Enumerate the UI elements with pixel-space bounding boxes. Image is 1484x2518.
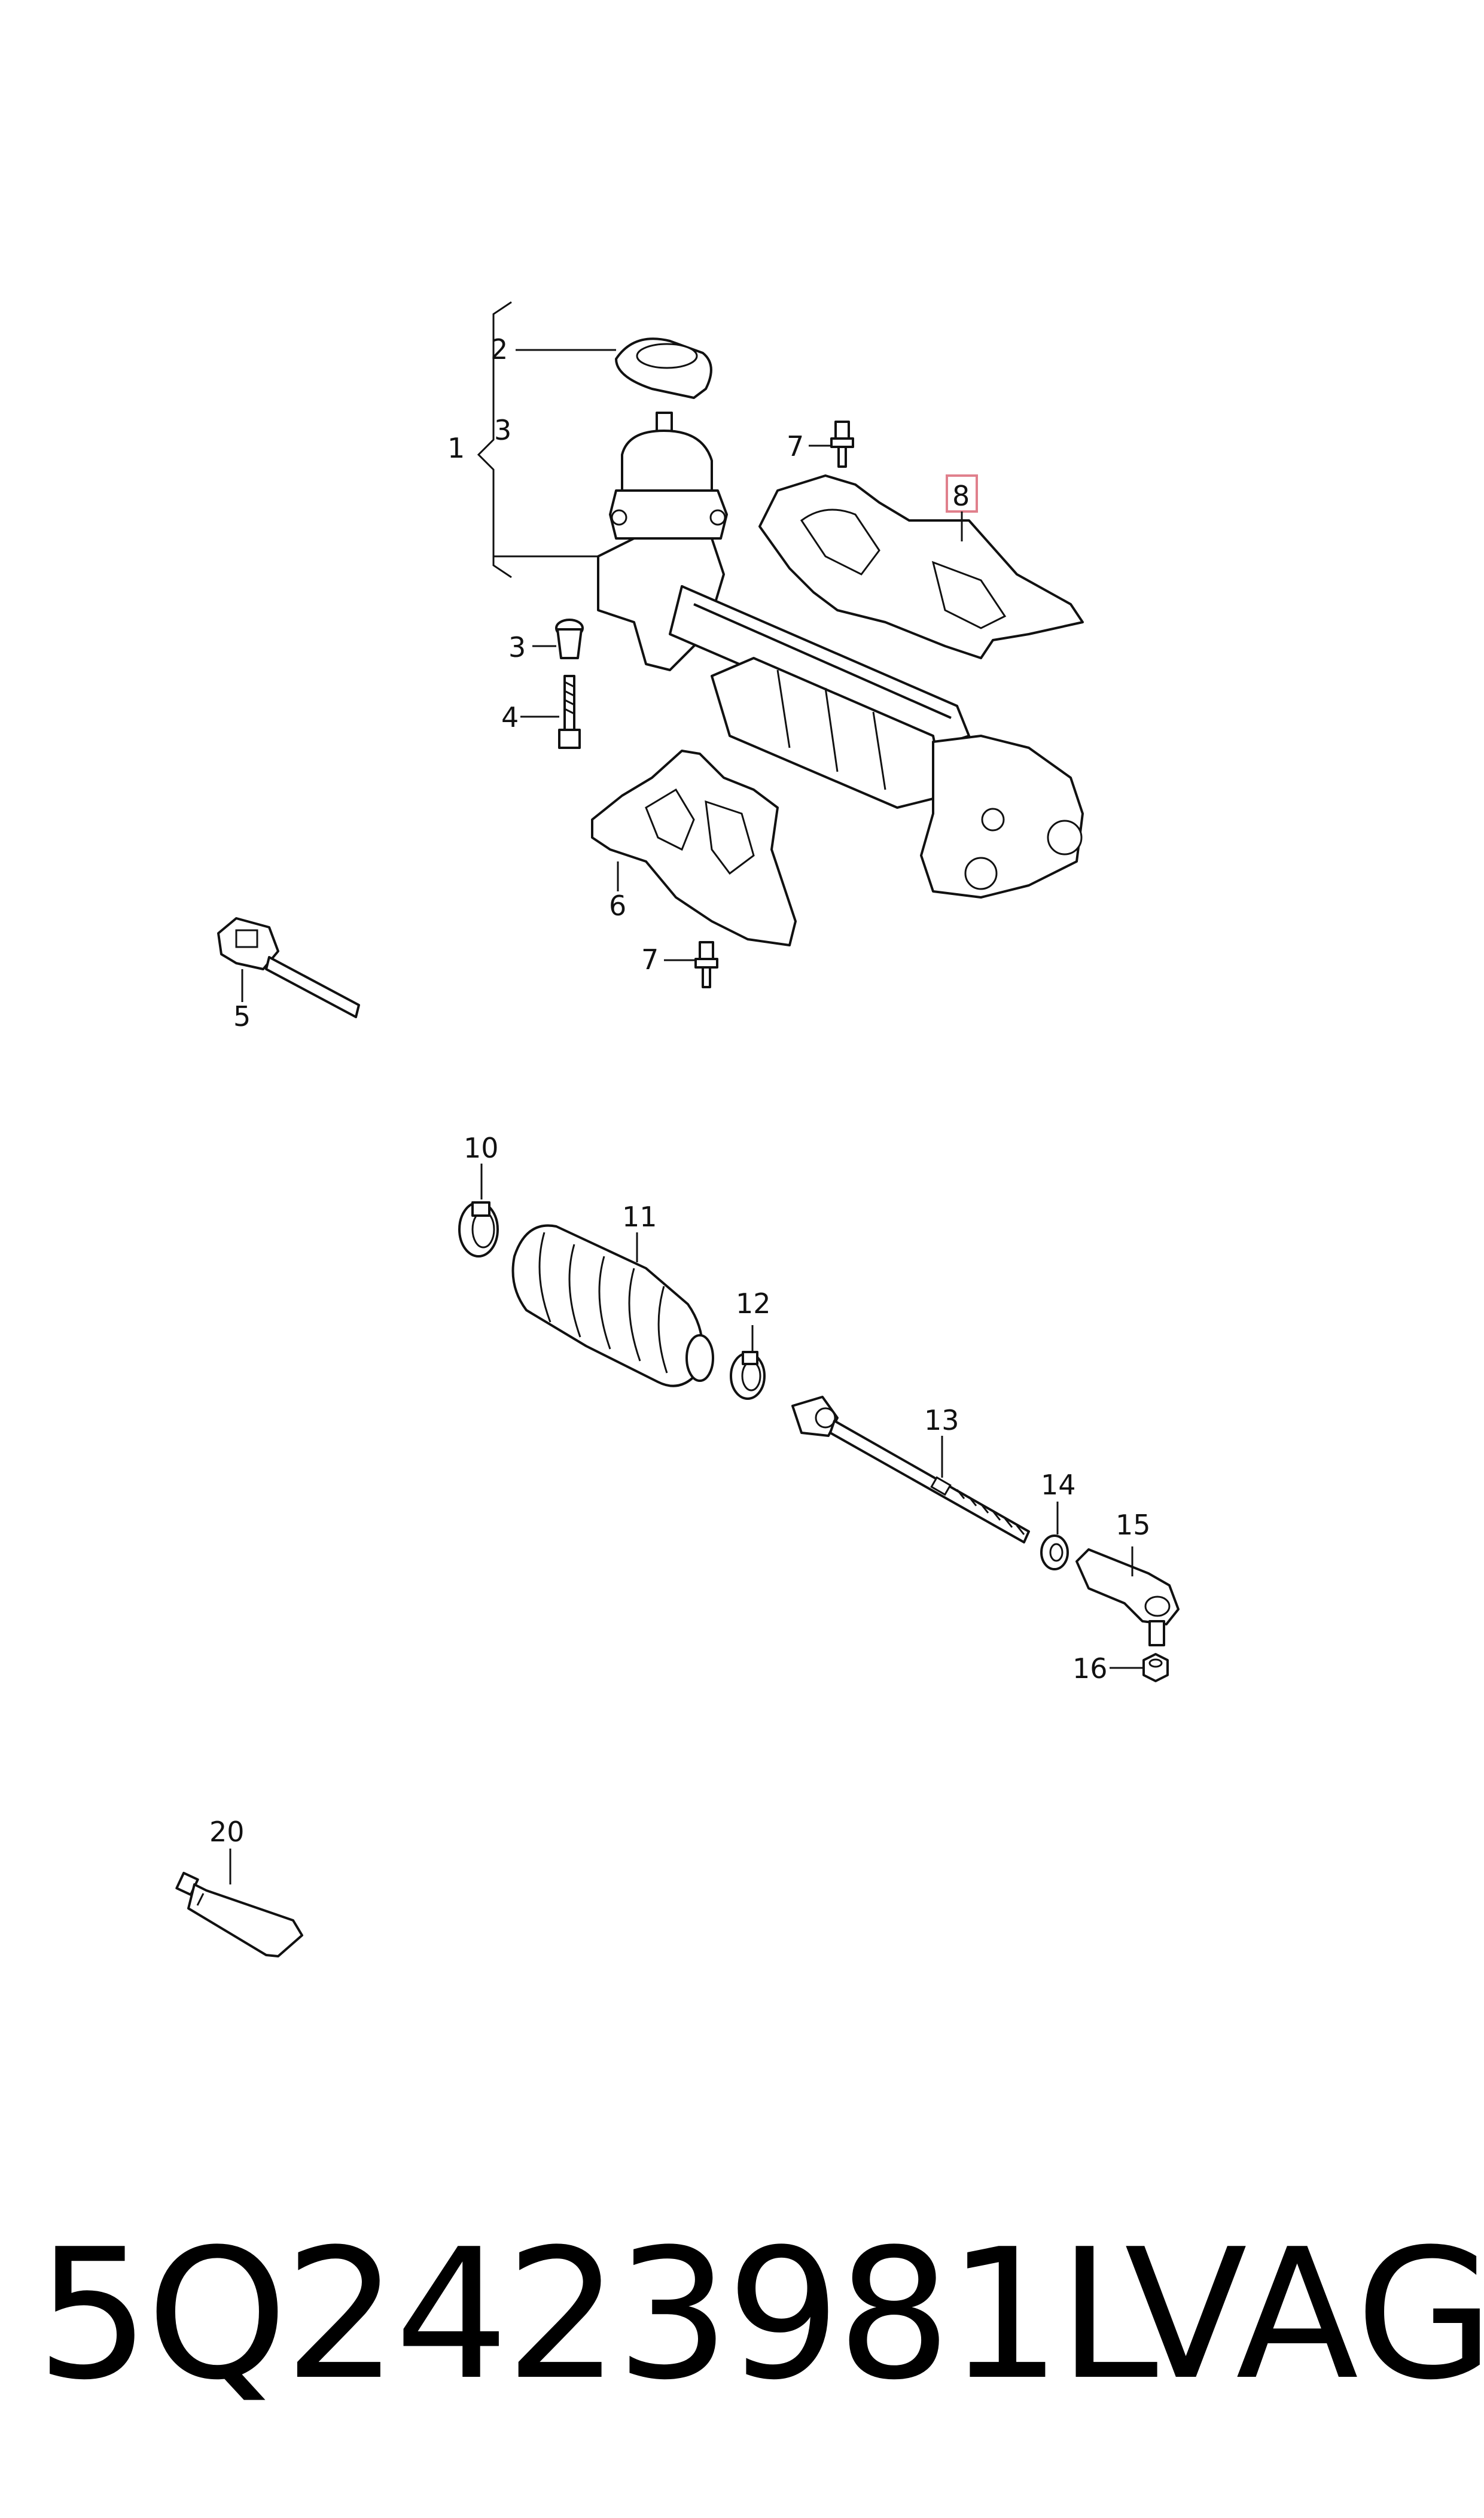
callout-12[interactable]: 12 (736, 1287, 771, 1320)
callout-10[interactable]: 10 (464, 1132, 499, 1164)
assembly-bracket (477, 301, 598, 578)
callout-7-lower[interactable]: 7 (641, 943, 659, 976)
callout-8[interactable]: 8 (952, 480, 970, 512)
tie-rod-end-part-15 (1075, 1548, 1180, 1646)
steering-rack-assembly (597, 412, 1084, 899)
sensor-part-5 (217, 917, 360, 1018)
callout-1[interactable]: 1 (447, 432, 465, 464)
clamp-part-12 (730, 1351, 766, 1400)
bolt-part-7-lower (694, 941, 718, 988)
grease-tube-part-20 (175, 1871, 303, 1957)
nut-part-14 (1040, 1534, 1069, 1570)
callout-5[interactable]: 5 (233, 1000, 251, 1033)
callout-6[interactable]: 6 (609, 890, 626, 922)
clamp-part-10 (458, 1201, 499, 1258)
callout-2[interactable]: 2 (490, 333, 508, 366)
callout-20[interactable]: 20 (209, 1816, 245, 1848)
callout-16[interactable]: 16 (1072, 1652, 1108, 1685)
callout-7-upper[interactable]: 7 (787, 430, 804, 462)
boot-part-11 (511, 1224, 714, 1387)
rubber-mount-part-2 (615, 337, 712, 399)
callout-13[interactable]: 13 (924, 1404, 959, 1436)
heat-shield-part-8 (758, 474, 1084, 659)
footer: 5Q2423981L VAG (0, 2202, 1484, 2429)
nut-part-16 (1142, 1653, 1169, 1682)
callout-3-upper[interactable]: 3 (494, 414, 511, 446)
callout-15[interactable]: 15 (1116, 1509, 1151, 1541)
callout-11[interactable]: 11 (622, 1201, 657, 1233)
bolt-part-4 (558, 675, 581, 749)
bolt-part-7-upper (830, 421, 854, 468)
tie-rod-part-13 (791, 1396, 1030, 1543)
part-number: 5Q2423981L (36, 2211, 1158, 2419)
callout-14[interactable]: 14 (1041, 1469, 1076, 1501)
callout-3-lower[interactable]: 3 (508, 631, 526, 663)
callout-4[interactable]: 4 (501, 701, 519, 733)
bolt-part-3 (555, 619, 584, 659)
heat-shield-part-6 (591, 750, 797, 946)
brand-label: VAG (1125, 2211, 1484, 2419)
